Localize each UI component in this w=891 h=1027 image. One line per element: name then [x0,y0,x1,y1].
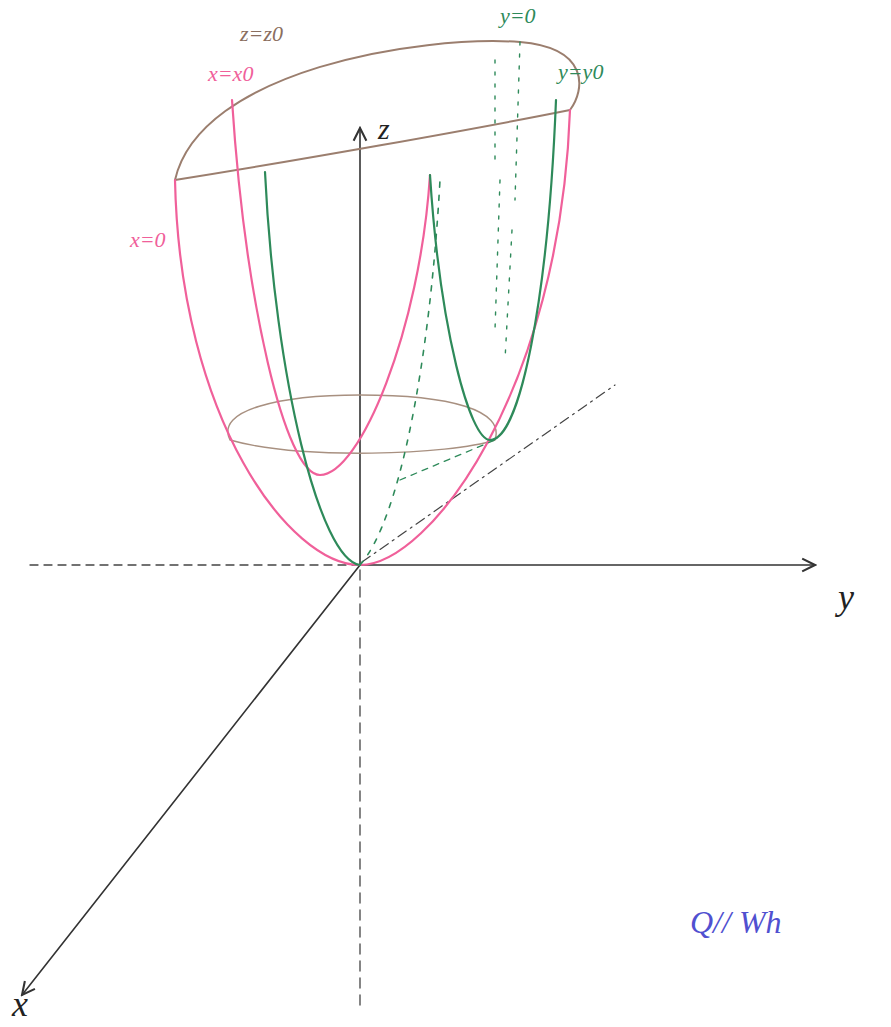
section-label: x=x0 [208,62,253,86]
dotted-guide [505,42,520,360]
x-section-curve [232,100,430,475]
axis-label: y [838,578,854,618]
dashed-guide [400,440,495,480]
section-label: x=0 [130,228,166,252]
y-section-curve [265,172,360,565]
x-axis [22,565,360,995]
dashed-axis [359,570,360,1010]
y-section-curve [430,100,556,440]
level-label: z=z0 [240,22,283,46]
dash-dot-line [362,385,615,562]
y-axis [360,564,815,566]
z-axis [359,128,361,565]
dashed-axis [30,564,358,565]
axis-label: z [378,112,390,145]
dotted-guide [495,60,500,330]
y-section-hidden [360,180,440,565]
axis-label: x [12,985,28,1025]
section-label: y=0 [500,4,536,28]
paraboloid-outline [175,110,570,565]
section-label: y=y0 [558,60,603,84]
lower-ellipse [228,395,496,453]
note-text: Q// Wh [690,905,782,940]
